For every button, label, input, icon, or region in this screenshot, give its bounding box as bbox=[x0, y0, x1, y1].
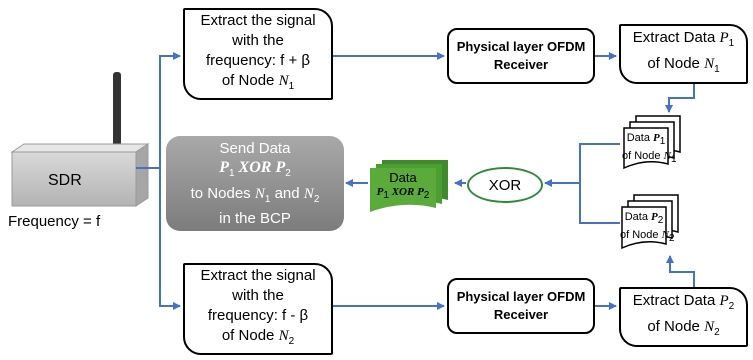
frequency-label: Frequency = f bbox=[8, 213, 101, 230]
extract-bottom-line2: with the bbox=[232, 287, 284, 304]
xor-data-line2: P1 XOR P2 bbox=[376, 186, 430, 202]
doc-stack-top bbox=[623, 115, 681, 170]
line-stack-top-to-xor bbox=[579, 143, 620, 183]
stack-top-text: Data P1 of Node N1 bbox=[622, 131, 677, 167]
ofdm-receiver-top-box: Physical layer OFDM Receiver bbox=[447, 28, 595, 84]
arrow-sdr-to-top bbox=[136, 52, 181, 169]
extract-top-line2: with the bbox=[232, 32, 284, 49]
send-data-box: Send Data P1 XOR P2 to Nodes N1 and N2 i… bbox=[166, 136, 344, 231]
send-line3: to Nodes N1 and N2 bbox=[190, 184, 320, 205]
stack-top-line1: Data P1 bbox=[626, 132, 666, 148]
extract-signal-top-box: Extract the signal with the frequency: f… bbox=[183, 8, 333, 100]
receiver-bottom-line1: Physical layer OFDM bbox=[456, 289, 586, 304]
sdr-device bbox=[10, 72, 150, 207]
receiver-top-line2: Receiver bbox=[493, 57, 549, 72]
extract-data-top-box: Extract Data P1 of Node N1 bbox=[619, 24, 748, 84]
xor-data-doc bbox=[370, 160, 448, 212]
stack-bottom-line1: Data P2 bbox=[624, 211, 664, 227]
sdr-label: SDR bbox=[48, 172, 82, 189]
extract-bottom-line4: of Node N2 bbox=[221, 327, 295, 347]
extract-signal-bottom-box: Extract the signal with the frequency: f… bbox=[183, 263, 333, 355]
data-top-line1: Extract Data P1 bbox=[632, 29, 735, 49]
data-top-line2: of Node N1 bbox=[647, 55, 720, 75]
send-line1: Send Data bbox=[219, 140, 291, 158]
stack-top-line2: of Node N1 bbox=[622, 150, 677, 166]
send-line4: in the BCP bbox=[219, 209, 291, 227]
antenna bbox=[113, 72, 121, 162]
receiver-top-line1: Physical layer OFDM bbox=[456, 39, 586, 54]
arrow-data-to-stack-bottom bbox=[666, 255, 695, 287]
extract-bottom-line1: Extract the signal bbox=[200, 267, 316, 284]
extract-top-line4: of Node N1 bbox=[221, 72, 295, 92]
doc-stack-bottom bbox=[621, 194, 679, 250]
xor-data-text: Data P1 XOR P2 bbox=[368, 170, 438, 203]
ofdm-receiver-bottom-box: Physical layer OFDM Receiver bbox=[447, 278, 595, 334]
xor-node: XOR bbox=[467, 167, 543, 203]
send-line2: P1 XOR P2 bbox=[219, 159, 291, 180]
extract-top-line3: frequency: f + β bbox=[205, 52, 311, 69]
stack-bottom-line2: of Node N2 bbox=[620, 229, 675, 245]
stack-bottom-text: Data P2 of Node N2 bbox=[620, 210, 675, 246]
line-stack-bottom-to-xor bbox=[579, 183, 620, 224]
xor-data-line1: Data bbox=[389, 170, 417, 185]
arrow-sdr-to-bottom bbox=[159, 168, 181, 310]
data-bottom-line1: Extract Data P2 bbox=[632, 292, 735, 312]
arrow-data-to-stack-top bbox=[665, 84, 695, 113]
extract-data-bottom-box: Extract Data P2 of Node N2 bbox=[619, 287, 748, 347]
extract-top-line1: Extract the signal bbox=[200, 12, 316, 29]
receiver-bottom-line2: Receiver bbox=[493, 307, 549, 322]
extract-bottom-line3: frequency: f - β bbox=[207, 307, 309, 324]
data-bottom-line2: of Node N2 bbox=[647, 318, 720, 338]
